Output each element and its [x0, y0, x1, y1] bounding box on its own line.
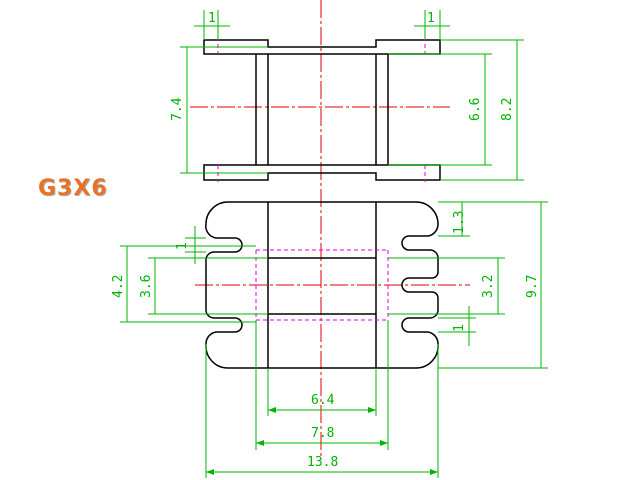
bottom-view-hidden-lines	[255, 249, 389, 321]
dim-right-slot-span: 3.2	[481, 275, 496, 298]
dim-top-margin: 1.3	[452, 211, 467, 234]
dim-slot-width: 1	[175, 242, 190, 250]
dim-core-height: 6.6	[468, 98, 483, 121]
dim-lower-slot-width: 1	[452, 324, 467, 332]
top-view: 1 1 7.4 6.6 8.2	[170, 10, 524, 182]
centerlines	[190, 0, 470, 460]
dim-inner-slot-span: 3.6	[139, 275, 154, 298]
bottom-view-dimension-lines	[120, 201, 548, 478]
top-view-hidden-lines	[217, 30, 426, 182]
bottom-view-arrows	[206, 407, 438, 475]
dim-inner-width: 6.4	[311, 393, 335, 408]
dim-flange-height: 7.4	[170, 97, 185, 121]
dim-left-flange-step: 1	[208, 11, 216, 26]
dim-overall-width: 13.8	[307, 455, 338, 470]
dim-overall-height-top: 8.2	[500, 98, 515, 121]
dim-outer-slot-span: 4.2	[111, 275, 126, 298]
bottom-view-outline	[205, 201, 439, 369]
dim-middle-width: 7.8	[311, 426, 334, 441]
dim-overall-height-bottom: 9.7	[525, 275, 540, 298]
part-label: G3X6	[38, 176, 108, 201]
dim-right-flange-step: 1	[427, 11, 435, 26]
top-view-outline	[203, 39, 441, 181]
top-view-dimension-lines	[180, 10, 524, 181]
bottom-view: 1 1.3 4.2 3.6 3.2 9.7 1 6.4 7.8 13.8	[111, 201, 548, 478]
